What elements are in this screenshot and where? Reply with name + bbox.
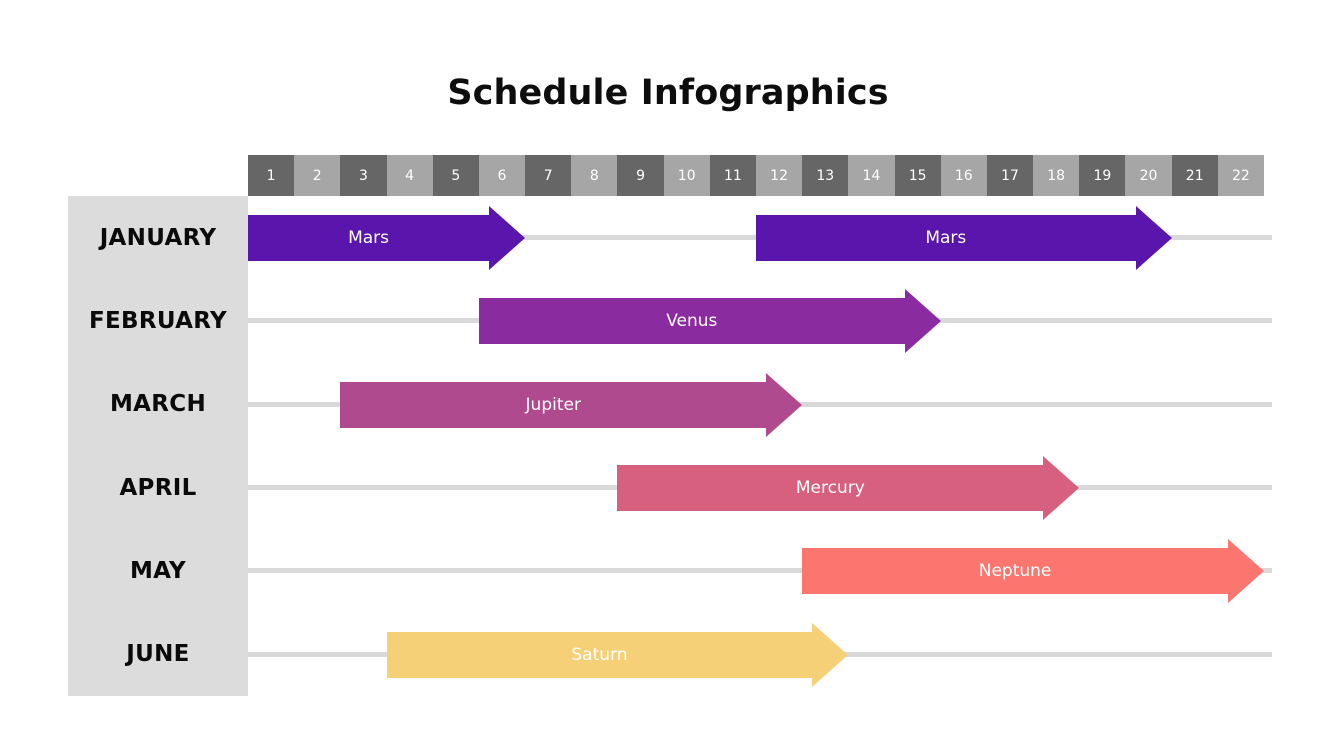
day-header-label: 6 xyxy=(497,167,507,184)
track-row-may: Neptune xyxy=(248,529,1272,612)
day-header-cell-14: 14 xyxy=(848,155,895,196)
day-header-label: 22 xyxy=(1231,167,1250,184)
month-label-text: MAY xyxy=(129,557,187,584)
month-label-may[interactable]: MAY xyxy=(68,529,248,612)
task-bar-neptune[interactable]: Neptune xyxy=(802,539,1264,604)
day-header-cell-3: 3 xyxy=(340,155,387,196)
task-bar-arrowhead xyxy=(766,372,803,437)
day-header-label: 13 xyxy=(816,167,835,184)
day-header-cell-17: 17 xyxy=(986,155,1034,196)
month-label-february[interactable]: FEBRUARY xyxy=(68,279,248,362)
day-header-cell-6: 6 xyxy=(478,155,526,196)
track-row-march: Jupiter xyxy=(248,363,1272,446)
task-bar-arrowhead xyxy=(1135,206,1172,270)
task-bar-body: Mars xyxy=(248,215,490,261)
day-header-label: 2 xyxy=(312,167,322,184)
month-label-text: JUNE xyxy=(126,641,190,668)
day-header-cell-13: 13 xyxy=(802,155,849,196)
day-header-label: 20 xyxy=(1139,167,1158,184)
task-bar-label: Mercury xyxy=(795,478,865,498)
day-header-cell-10: 10 xyxy=(663,155,710,196)
task-bar-mars[interactable]: Mars xyxy=(756,206,1172,270)
task-bar-saturn[interactable]: Saturn xyxy=(386,622,849,687)
month-label-april[interactable]: APRIL xyxy=(68,446,248,529)
day-header-label: 15 xyxy=(908,167,927,184)
day-header-cell-15: 15 xyxy=(894,155,941,196)
task-bar-body: Jupiter xyxy=(340,381,767,428)
task-bar-label: Jupiter xyxy=(525,394,581,415)
day-header-label: 8 xyxy=(589,167,599,184)
task-bar-body: Mercury xyxy=(617,465,1044,511)
task-bar-arrowhead xyxy=(812,622,849,687)
month-label-january[interactable]: JANUARY xyxy=(68,196,248,279)
task-bar-body: Venus xyxy=(478,298,905,345)
month-label-march[interactable]: MARCH xyxy=(68,363,248,446)
track-row-february: Venus xyxy=(248,279,1272,362)
track-row-june: Saturn xyxy=(248,613,1272,696)
day-header-cell-22: 22 xyxy=(1217,155,1264,196)
month-label-june[interactable]: JUNE xyxy=(68,613,248,696)
day-header-label: 14 xyxy=(862,167,881,184)
day-header-cell-20: 20 xyxy=(1125,155,1172,196)
task-bar-body: Saturn xyxy=(386,631,813,678)
task-bar-label: Mars xyxy=(348,228,389,248)
day-header-cell-4: 4 xyxy=(386,155,433,196)
task-bar-label: Mars xyxy=(925,228,967,248)
day-header-cell-11: 11 xyxy=(709,155,756,196)
day-header-cell-8: 8 xyxy=(571,155,618,196)
day-header-label: 4 xyxy=(405,167,415,184)
day-header-cell-5: 5 xyxy=(432,155,479,196)
day-header-label: 3 xyxy=(358,167,368,184)
day-header-label: 21 xyxy=(1185,167,1204,184)
day-header-label: 11 xyxy=(723,167,742,184)
day-header-label: 19 xyxy=(1093,167,1112,184)
month-label-text: FEBRUARY xyxy=(89,307,227,334)
day-header-cell-9: 9 xyxy=(617,155,664,196)
day-header-label: 1 xyxy=(266,167,276,184)
task-bar-venus[interactable]: Venus xyxy=(478,289,941,354)
track-baseline xyxy=(248,568,1272,574)
day-header-cell-1: 1 xyxy=(248,155,295,196)
month-label-text: APRIL xyxy=(119,474,197,501)
day-header-cell-18: 18 xyxy=(1033,155,1080,196)
day-header-label: 16 xyxy=(954,167,973,184)
task-bar-jupiter[interactable]: Jupiter xyxy=(340,372,803,437)
month-label-text: JANUARY xyxy=(99,224,217,251)
day-header-cell-7: 7 xyxy=(525,155,572,196)
task-bar-arrowhead xyxy=(1227,539,1264,604)
task-bar-label: Venus xyxy=(666,311,718,332)
page-title: Schedule Infographics xyxy=(447,73,889,113)
task-bar-mars[interactable]: Mars xyxy=(248,206,526,270)
month-label-text: MARCH xyxy=(109,391,207,418)
day-header-label: 10 xyxy=(677,167,696,184)
day-header-cell-19: 19 xyxy=(1079,155,1126,196)
day-header-label: 5 xyxy=(451,167,461,184)
track-row-january: Mars Mars xyxy=(248,196,1272,279)
task-bar-label: Saturn xyxy=(571,644,628,665)
day-header-label: 17 xyxy=(1001,167,1019,184)
task-bar-label: Neptune xyxy=(978,561,1052,582)
day-header-label: 12 xyxy=(770,167,788,184)
day-header-cell-2: 2 xyxy=(294,155,341,196)
day-header-label: 18 xyxy=(1047,167,1066,184)
task-bar-arrowhead xyxy=(489,206,526,270)
task-bar-arrowhead xyxy=(904,289,941,354)
day-header-cell-12: 12 xyxy=(756,155,803,196)
day-header-label: 7 xyxy=(543,167,553,184)
day-header-label: 9 xyxy=(636,167,645,184)
task-bar-body: Mars xyxy=(756,215,1136,261)
task-bar-arrowhead xyxy=(1043,456,1080,520)
task-bar-mercury[interactable]: Mercury xyxy=(617,456,1080,520)
track-row-april: Mercury xyxy=(248,446,1272,529)
month-sidebar: JANUARY FEBRUARY MARCH APRIL MAY JUNE xyxy=(68,196,248,696)
day-header-cell-16: 16 xyxy=(940,155,987,196)
task-bar-body: Neptune xyxy=(802,548,1228,595)
day-header-cell-21: 21 xyxy=(1171,155,1218,196)
